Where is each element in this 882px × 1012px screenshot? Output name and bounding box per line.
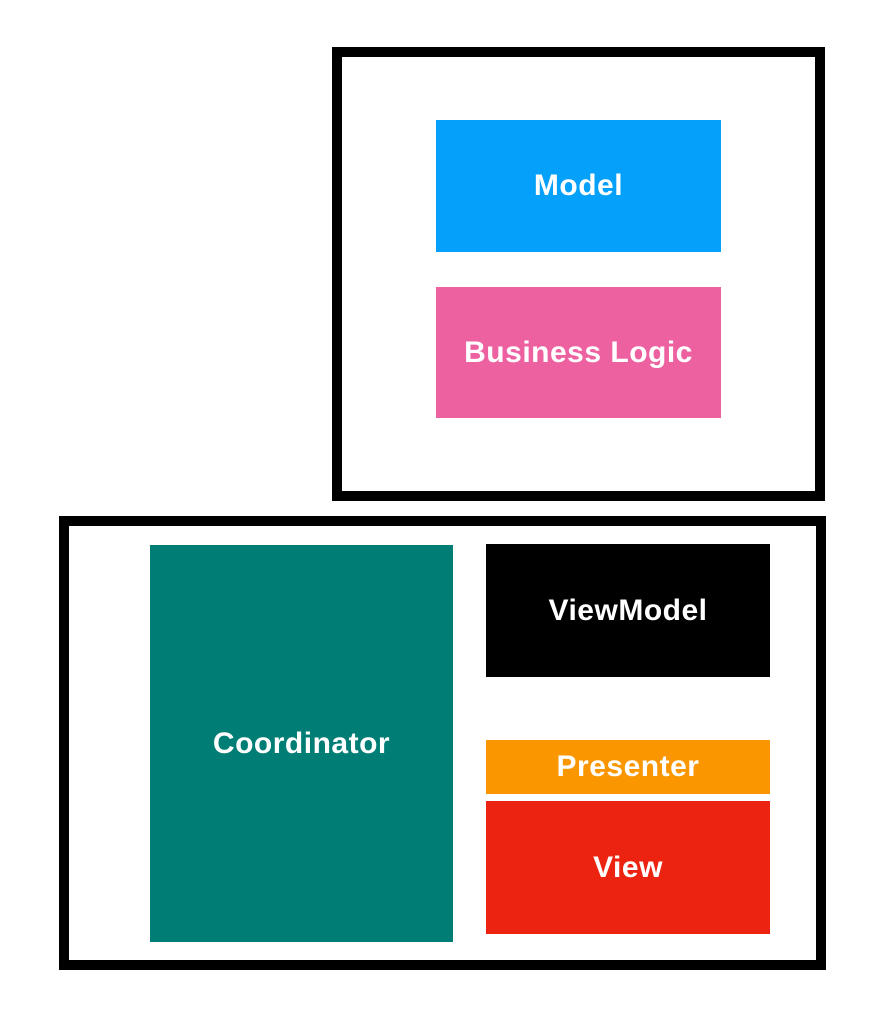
node-presenter: Presenter bbox=[486, 740, 770, 794]
node-coordinator: Coordinator bbox=[150, 545, 453, 942]
node-business-logic: Business Logic bbox=[436, 287, 721, 418]
model-layer-frame bbox=[332, 47, 825, 501]
node-model: Model bbox=[436, 120, 721, 252]
node-view: View bbox=[486, 801, 770, 934]
node-viewmodel: ViewModel bbox=[486, 544, 770, 677]
